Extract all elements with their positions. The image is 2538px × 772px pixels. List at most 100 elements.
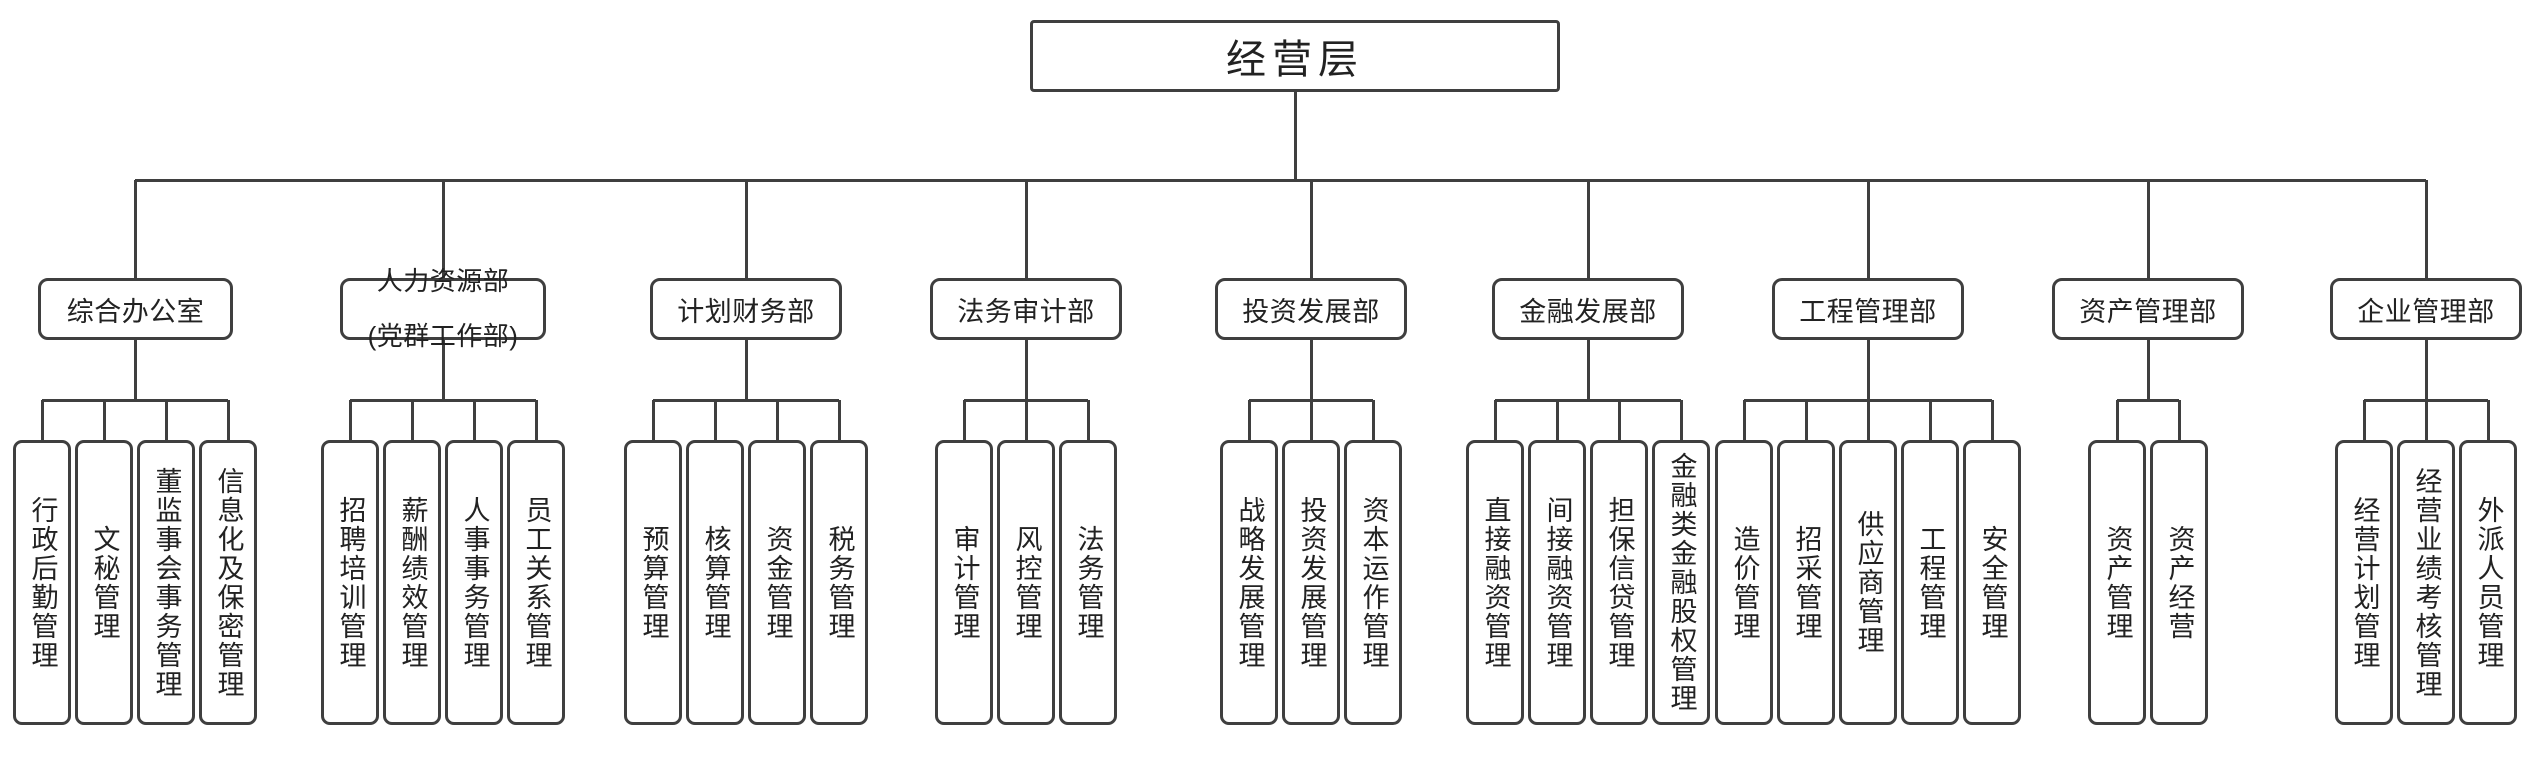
- leaf-node-label: 工程管理: [1915, 524, 1946, 641]
- dept-node-label-line1: 人力资源部: [376, 265, 510, 296]
- dept-node-label: 投资发展部: [1242, 296, 1380, 327]
- connector-dept-drop-1: [441, 180, 445, 278]
- leaf-node-label: 担保信贷管理: [1604, 495, 1635, 670]
- leaf-node-6-0[interactable]: 造价管理: [1715, 440, 1773, 725]
- leaf-node-3-1[interactable]: 风控管理: [997, 440, 1055, 725]
- dept-node-1[interactable]: 人力资源部(党群工作部): [340, 267, 546, 349]
- leaf-node-2-3[interactable]: 税务管理: [810, 440, 868, 725]
- connector-dept-drop-2: [744, 180, 748, 278]
- leaf-node-6-2[interactable]: 供应商管理: [1839, 440, 1897, 725]
- leaf-node-7-0[interactable]: 资产管理: [2088, 440, 2146, 725]
- leaf-node-4-2[interactable]: 资本运作管理: [1344, 440, 1402, 725]
- leaf-node-label: 行政后勤管理: [27, 495, 58, 670]
- connector-child-drop-6-4: [1990, 400, 1994, 440]
- connector-root-stem: [1293, 92, 1297, 180]
- leaf-node-5-0[interactable]: 直接融资管理: [1466, 440, 1524, 725]
- connector-child-drop-8-0: [2362, 400, 2366, 440]
- dept-node-2[interactable]: 计划财务部: [650, 278, 842, 340]
- leaf-node-0-3[interactable]: 信息化及保密管理: [199, 440, 257, 725]
- leaf-node-label: 资本运作管理: [1358, 495, 1389, 670]
- leaf-node-0-0[interactable]: 行政后勤管理: [13, 440, 71, 725]
- connector-child-bus-1: [350, 398, 536, 402]
- dept-node-4[interactable]: 投资发展部: [1215, 278, 1407, 340]
- leaf-node-7-1[interactable]: 资产经营: [2150, 440, 2208, 725]
- leaf-node-label: 审计管理: [949, 524, 980, 641]
- leaf-node-6-1[interactable]: 招采管理: [1777, 440, 1835, 725]
- leaf-node-6-4[interactable]: 安全管理: [1963, 440, 2021, 725]
- connector-child-bus-7: [2117, 398, 2179, 402]
- leaf-node-label: 资金管理: [762, 524, 793, 641]
- dept-node-label: 工程管理部: [1799, 296, 1937, 327]
- leaf-node-label: 投资发展管理: [1296, 495, 1327, 670]
- connector-child-drop-2-3: [837, 400, 841, 440]
- connector-child-drop-6-2: [1866, 400, 1870, 440]
- leaf-node-3-0[interactable]: 审计管理: [935, 440, 993, 725]
- connector-dept-stem-7: [2146, 340, 2150, 400]
- leaf-node-5-1[interactable]: 间接融资管理: [1528, 440, 1586, 725]
- root-node-label: 经营层: [1226, 38, 1364, 82]
- leaf-node-1-2[interactable]: 人事事务管理: [445, 440, 503, 725]
- leaf-node-1-1[interactable]: 薪酬绩效管理: [383, 440, 441, 725]
- connector-child-bus-5: [1495, 398, 1681, 402]
- leaf-node-label: 外派人员管理: [2473, 495, 2504, 670]
- connector-child-drop-3-2: [1086, 400, 1090, 440]
- leaf-node-8-2[interactable]: 外派人员管理: [2459, 440, 2517, 725]
- leaf-node-8-1[interactable]: 经营业绩考核管理: [2397, 440, 2455, 725]
- connector-child-drop-4-1: [1309, 400, 1313, 440]
- leaf-node-8-0[interactable]: 经营计划管理: [2335, 440, 2393, 725]
- leaf-node-2-0[interactable]: 预算管理: [624, 440, 682, 725]
- leaf-node-label: 直接融资管理: [1480, 495, 1511, 670]
- connector-child-drop-0-2: [164, 400, 168, 440]
- connector-dept-stem-5: [1586, 340, 1590, 400]
- leaf-node-4-0[interactable]: 战略发展管理: [1220, 440, 1278, 725]
- connector-dept-drop-6: [1866, 180, 1870, 278]
- leaf-node-label: 信息化及保密管理: [213, 466, 244, 699]
- leaf-node-label: 资产经营: [2164, 524, 2195, 641]
- dept-node-label: 法务审计部: [957, 296, 1095, 327]
- connector-child-drop-2-2: [775, 400, 779, 440]
- leaf-node-2-1[interactable]: 核算管理: [686, 440, 744, 725]
- leaf-node-label: 法务管理: [1073, 524, 1104, 641]
- connector-child-drop-6-3: [1928, 400, 1932, 440]
- leaf-node-0-2[interactable]: 董监事会事务管理: [137, 440, 195, 725]
- connector-root-bus: [135, 178, 2426, 182]
- connector-dept-stem-2: [744, 340, 748, 400]
- connector-child-drop-6-1: [1804, 400, 1808, 440]
- connector-dept-drop-7: [2146, 180, 2150, 278]
- leaf-node-label: 金融类金融股权管理: [1666, 452, 1697, 713]
- dept-node-5[interactable]: 金融发展部: [1492, 278, 1684, 340]
- dept-node-7[interactable]: 资产管理部: [2052, 278, 2244, 340]
- connector-child-drop-0-3: [226, 400, 230, 440]
- leaf-node-label: 风控管理: [1011, 524, 1042, 641]
- leaf-node-label: 供应商管理: [1853, 510, 1884, 655]
- connector-child-drop-3-0: [962, 400, 966, 440]
- leaf-node-2-2[interactable]: 资金管理: [748, 440, 806, 725]
- leaf-node-0-1[interactable]: 文秘管理: [75, 440, 133, 725]
- leaf-node-5-2[interactable]: 担保信贷管理: [1590, 440, 1648, 725]
- dept-node-8[interactable]: 企业管理部: [2330, 278, 2522, 340]
- connector-child-drop-1-0: [348, 400, 352, 440]
- connector-child-drop-8-2: [2486, 400, 2490, 440]
- leaf-node-4-1[interactable]: 投资发展管理: [1282, 440, 1340, 725]
- dept-node-3[interactable]: 法务审计部: [930, 278, 1122, 340]
- leaf-node-label: 税务管理: [824, 524, 855, 641]
- connector-child-drop-2-0: [651, 400, 655, 440]
- connector-dept-stem-6: [1866, 340, 1870, 400]
- connector-dept-stem-4: [1309, 340, 1313, 400]
- connector-child-drop-7-1: [2177, 400, 2181, 440]
- leaf-node-6-3[interactable]: 工程管理: [1901, 440, 1959, 725]
- dept-node-0[interactable]: 综合办公室: [38, 278, 233, 340]
- connector-dept-drop-3: [1024, 180, 1028, 278]
- dept-node-label: 企业管理部: [2357, 296, 2495, 327]
- leaf-node-3-2[interactable]: 法务管理: [1059, 440, 1117, 725]
- leaf-node-5-3[interactable]: 金融类金融股权管理: [1652, 440, 1710, 725]
- dept-node-6[interactable]: 工程管理部: [1772, 278, 1964, 340]
- dept-node-label: 金融发展部: [1519, 296, 1657, 327]
- connector-dept-stem-8: [2424, 340, 2428, 400]
- leaf-node-1-3[interactable]: 员工关系管理: [507, 440, 565, 725]
- connector-dept-drop-0: [133, 180, 137, 278]
- leaf-node-1-0[interactable]: 招聘培训管理: [321, 440, 379, 725]
- connector-child-drop-6-0: [1742, 400, 1746, 440]
- leaf-node-label: 薪酬绩效管理: [397, 495, 428, 670]
